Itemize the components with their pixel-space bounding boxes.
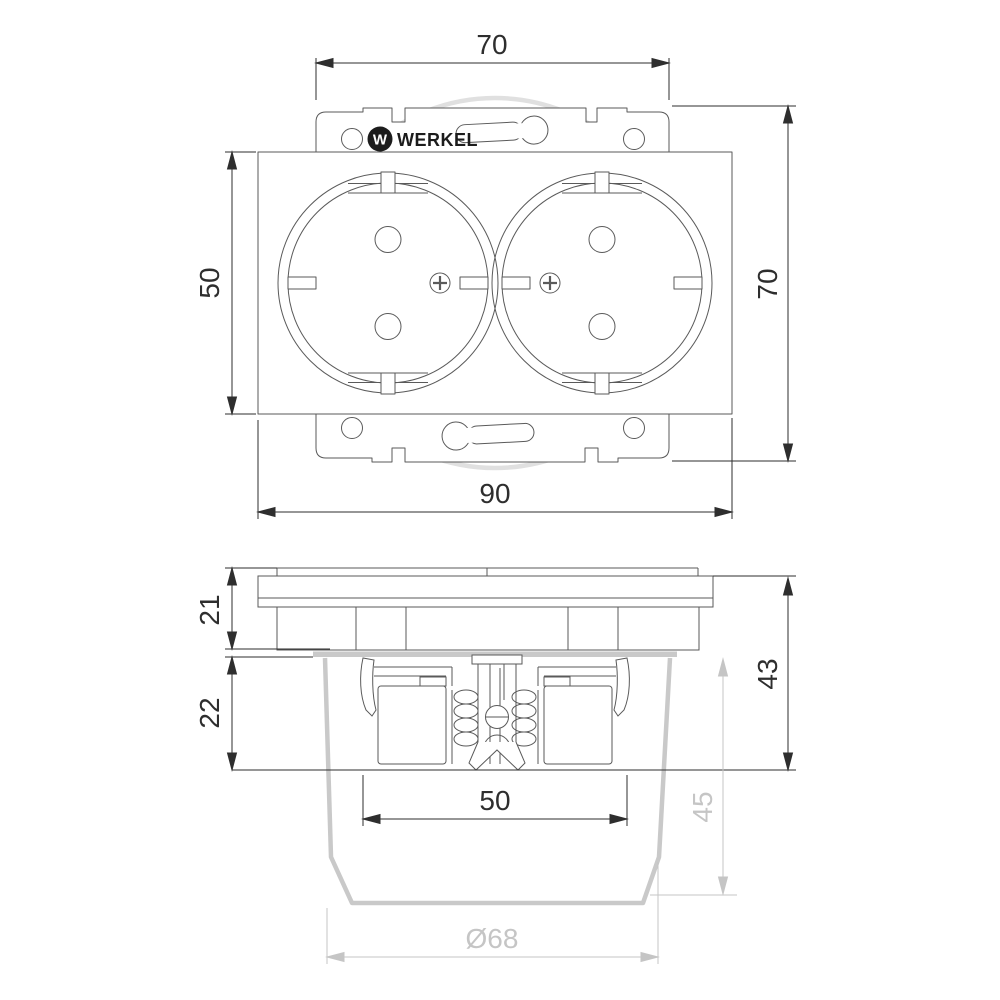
werkel-logo: W WERKEL (367, 126, 478, 152)
dim-total-width: 90 (256, 418, 734, 519)
strap-hole-bottom-right (623, 417, 645, 439)
side-view (257, 567, 714, 906)
dim-label-mechanism-width: 50 (479, 785, 510, 816)
dim-box-depth: 45 (650, 657, 737, 896)
front-view-dimensions: 70 50 70 90 (194, 29, 796, 519)
dim-label-front-depth: 21 (194, 594, 225, 625)
dim-total-depth: 43 (752, 576, 794, 772)
brand-text: WERKEL (397, 130, 478, 150)
dim-front-depth: 21 (194, 566, 238, 651)
box-flange (313, 651, 677, 657)
dim-frame-height: 70 (672, 104, 796, 463)
dim-top-width: 70 (314, 29, 671, 100)
cover-top-line (276, 567, 699, 576)
front-view: W WERKEL (257, 95, 733, 471)
side-view-dimensions: 21 22 43 50 (194, 566, 796, 826)
plate-profile (257, 575, 714, 608)
dim-plate-height: 50 (194, 150, 256, 416)
dim-rear-depth: 22 (194, 655, 238, 772)
werkel-logo-icon (367, 126, 393, 152)
install-box-body (322, 657, 673, 906)
werkel-logo-monogram: W (373, 132, 388, 149)
dim-label-rear-depth: 22 (194, 697, 225, 728)
dim-mechanism-width: 50 (361, 775, 629, 826)
mechanism-center (455, 654, 539, 771)
dim-label-box-diameter: Ø68 (466, 923, 519, 954)
mechanism-right-claw-block (499, 657, 630, 765)
dim-label-plate-height: 50 (194, 267, 225, 298)
mechanism-left-claw-block (360, 657, 491, 765)
face-plate (257, 151, 733, 415)
keyhole-slot-top (455, 115, 549, 145)
install-box-dimensions: 45 Ø68 (325, 657, 737, 964)
dim-label-top-width: 70 (476, 29, 507, 60)
fixing-screw-left (429, 272, 451, 294)
dim-label-frame-height: 70 (752, 268, 783, 299)
frame-profile (276, 606, 700, 651)
dim-label-total-width: 90 (479, 478, 510, 509)
dim-box-diameter: Ø68 (325, 862, 660, 964)
fixing-screw-right (539, 272, 561, 294)
dim-label-box-depth: 45 (687, 791, 718, 822)
strap-hole-top-right (623, 128, 645, 150)
mechanism (360, 654, 630, 771)
dim-label-total-depth: 43 (752, 658, 783, 689)
keyhole-slot-bottom (441, 421, 535, 451)
strap-hole-bottom-left (341, 417, 363, 439)
strap-hole-top-left (341, 128, 363, 150)
